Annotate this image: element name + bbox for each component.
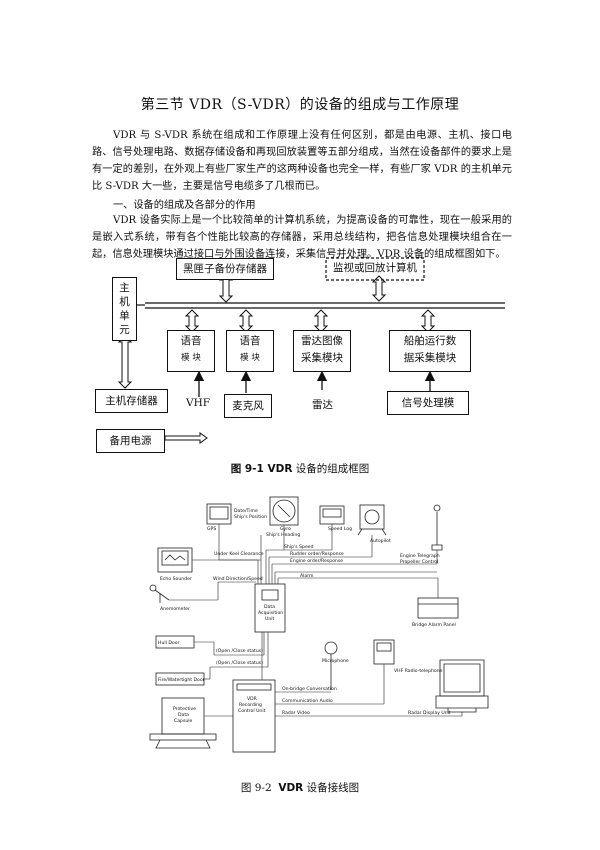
- keel-label: Under Keel Clearance: [214, 551, 264, 557]
- radar-display-label: Radar Display Unit: [408, 710, 451, 716]
- backup-power-box: 备用电源: [96, 429, 165, 453]
- capsule-label: Data: [178, 712, 189, 718]
- comm-audio-label: Communication Audio: [282, 698, 333, 704]
- signal-processing-label: 信号处理模: [401, 397, 455, 409]
- main-storage-label: 主机存储器: [105, 395, 158, 407]
- microphone-box: 麦克风: [224, 394, 272, 418]
- host-unit-char: 主: [119, 282, 130, 294]
- caption-bold: VDR: [278, 782, 304, 794]
- datetime-label: Date/Time: [234, 508, 258, 514]
- open-close-label: (Open /Close status): [216, 648, 263, 654]
- blackbox-storage-box: 黑匣子备份存储器: [176, 258, 274, 280]
- microphone-label: Microphone: [322, 658, 349, 664]
- gps-label: GPS: [207, 526, 216, 532]
- speed-label: Ship's Speed: [284, 544, 314, 550]
- dau-label: Unit: [265, 616, 275, 622]
- figure-9-2-diagram: GPS Date/Time Ship's Position Gyro Ship'…: [149, 496, 489, 753]
- propeller-label: Propeller Control: [400, 559, 438, 565]
- audio-module-line: 语音: [180, 335, 202, 347]
- rudder-label: Rudder order/Response: [290, 551, 344, 557]
- bridge-alarm-label: Bridge Alarm Panel: [412, 622, 456, 628]
- radar-module-line: 采集模块: [301, 352, 343, 364]
- vhf-telephone-label: VHF Radio-telephone: [394, 668, 443, 674]
- host-unit-box: 主 机 单 元: [112, 277, 137, 341]
- composition-paragraph: VDR 设备实际上是一个比较简单的计算机系统，为提高设备的可靠性，现在一般采用的…: [92, 215, 512, 260]
- capsule-label: Protective: [173, 706, 196, 712]
- vdr-label: VDR: [247, 696, 258, 702]
- gyro-label: Gyro: [280, 526, 291, 532]
- capsule-label: Capsule: [174, 718, 193, 724]
- caption-number: 图 9-1 VDR: [230, 463, 293, 475]
- monitor-computer-box: 监视或回放计算机: [327, 259, 423, 279]
- autopilot-label: Autopilot: [370, 538, 391, 544]
- anemometer-label: Anemometer: [160, 606, 190, 612]
- host-unit-char: 单: [119, 310, 130, 322]
- conversation-label: On-bridge Conversation: [282, 686, 337, 692]
- main-storage-box: 主机存储器: [95, 389, 168, 413]
- radar-video-label: Radar Video: [282, 710, 310, 716]
- audio-module-2: 语音 模 块: [226, 330, 274, 372]
- ship-module-line: 船舶运行数: [403, 335, 457, 347]
- engine-label: Engine order/Response: [290, 558, 343, 564]
- fire-door-label: Fire/Watertight Door: [158, 677, 205, 683]
- dau-label: Acquisition: [258, 610, 283, 616]
- intro-paragraph: VDR 与 S-VDR 系统在组成和工作原理上没有任何区别，都是由电源、主机、接…: [92, 130, 512, 192]
- audio-module-line: 模 块: [181, 353, 201, 363]
- blackbox-storage-label: 黑匣子备份存储器: [183, 263, 267, 275]
- host-unit-char: 机: [119, 296, 130, 308]
- open-close-label: (Open /Close status): [216, 660, 263, 666]
- audio-module-line: 语音: [239, 335, 261, 347]
- page-title: 第三节 VDR（S-VDR）的设备的组成与工作原理: [140, 97, 460, 113]
- figure-9-1-caption: 图 9-1 VDR 设备的组成框图: [0, 461, 600, 476]
- host-unit-char: 元: [119, 324, 130, 336]
- ship-data-module: 船舶运行数 据采集模块: [389, 330, 471, 372]
- alarm-label: Alarm: [300, 573, 314, 579]
- radar-label: 雷达: [312, 399, 333, 411]
- signal-processing-box: 信号处理模: [387, 391, 469, 415]
- vdr-label: Control Unit: [238, 708, 266, 714]
- position-label: Ship's Position: [234, 514, 267, 520]
- vdr-label: Recording: [239, 702, 262, 708]
- caption-text: 设备接线图: [303, 782, 360, 794]
- radar-image-module: 雷达图像 采集模块: [293, 330, 351, 372]
- monitor-computer-label: 监视或回放计算机: [333, 262, 417, 274]
- audio-module-1: 语音 模 块: [167, 330, 215, 372]
- radar-module-line: 雷达图像: [301, 335, 343, 347]
- echo-sounder-label: Echo Sounder: [160, 576, 192, 582]
- ship-module-line: 据采集模块: [403, 352, 457, 364]
- heading-label: Ship's Heading: [266, 532, 300, 538]
- hull-door-label: Hull Door: [158, 640, 180, 646]
- speedlog-label: Speed Log: [328, 526, 352, 532]
- figure-9-1-diagram: [117, 257, 505, 444]
- dau-label: Data: [264, 604, 275, 610]
- caption-text: 设备的组成框图: [292, 463, 370, 475]
- figure-9-2-caption: 图 9-2 VDR 设备接线图: [0, 780, 600, 795]
- wind-label: Wind Direction/Speed: [213, 576, 263, 582]
- audio-module-line: 模 块: [240, 353, 260, 363]
- telegraph-label: Engine Telegraph: [400, 553, 440, 559]
- vhf-label: VHF: [186, 397, 211, 409]
- microphone-label: 麦克风: [232, 400, 264, 412]
- section-heading: 一、设备的组成及各部分的作用: [113, 200, 256, 211]
- caption-number: 图 9-2: [240, 782, 272, 794]
- backup-power-label: 备用电源: [109, 435, 152, 447]
